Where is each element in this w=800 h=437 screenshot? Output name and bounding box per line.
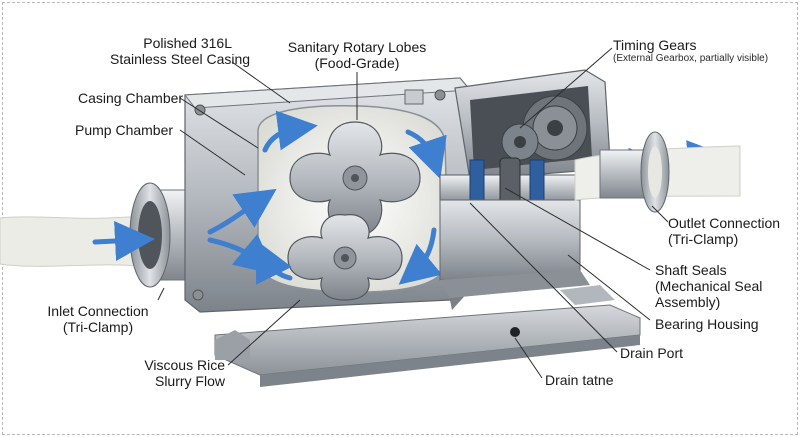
- label-casing-chamber: Casing Chamber: [78, 90, 184, 106]
- label-rotary-lobes-line2: (Food-Grade): [314, 55, 400, 71]
- label-rotary-lobes-line1: Sanitary Rotary Lobes: [287, 39, 427, 55]
- outlet-pipe: [574, 131, 741, 213]
- label-pump-chamber: Pump Chamber: [75, 122, 174, 138]
- label-polished-casing-line1: Polished 316L: [143, 35, 232, 51]
- label-inlet-connection-line1: Inlet Connection: [47, 303, 149, 319]
- label-bearing-housing: Bearing Housing: [655, 316, 759, 332]
- label-shaft-seals-line3: Assembly): [655, 294, 721, 310]
- label-viscous-flow: Viscous Rice Slurry Flow: [130, 357, 225, 389]
- shaft-assembly: [439, 157, 590, 298]
- label-viscous-flow-line1: Viscous Rice: [144, 357, 225, 373]
- drain-port-hole: [510, 327, 520, 337]
- label-shaft-seals: Shaft Seals (Mechanical Seal Assembly): [655, 262, 762, 310]
- label-outlet-connection-line1: Outlet Connection: [668, 215, 781, 231]
- label-inlet-connection: Inlet Connection (Tri-Clamp): [28, 303, 168, 335]
- label-outlet-connection-line2: (Tri-Clamp): [668, 231, 739, 247]
- flow-arrows: [92, 110, 728, 285]
- label-timing-gears: Timing Gears (External Gearbox, partiall…: [613, 37, 768, 65]
- label-drain-tatne: Drain tatne: [545, 372, 614, 388]
- label-drain-port: Drain Port: [620, 345, 684, 361]
- label-rotary-lobes: Sanitary Rotary Lobes (Food-Grade): [282, 39, 432, 71]
- label-inlet-connection-line2: (Tri-Clamp): [62, 319, 134, 335]
- label-outlet-connection: Outlet Connection (Tri-Clamp): [668, 215, 780, 247]
- label-shaft-seals-line1: Shaft Seals: [655, 262, 727, 278]
- label-timing-gears-title: Timing Gears: [613, 37, 697, 53]
- label-polished-casing-line2: Stainless Steel Casing: [110, 51, 251, 67]
- label-shaft-seals-line2: (Mechanical Seal: [655, 278, 763, 294]
- label-timing-gears-note: (External Gearbox, partially visible): [613, 53, 769, 64]
- label-polished-casing: Polished 316L Stainless Steel Casing: [110, 35, 251, 67]
- label-viscous-flow-line2: Slurry Flow: [154, 373, 225, 389]
- rotary-lobes: [287, 121, 421, 301]
- leader-lines: [157, 47, 669, 379]
